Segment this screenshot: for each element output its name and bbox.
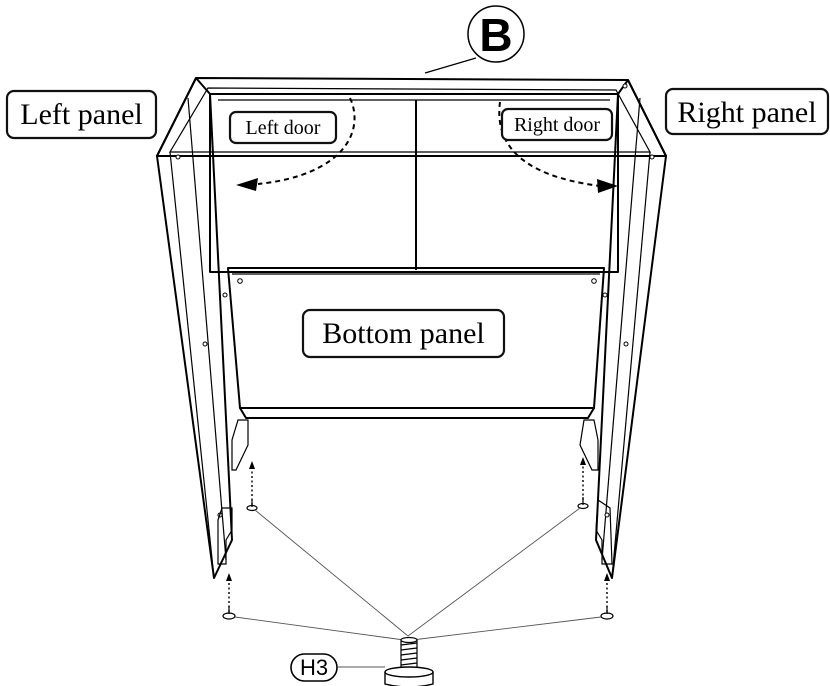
left-door-label-text: Left door [246,117,321,139]
leveling-foot-right-rear [577,457,589,510]
left-side-panel [156,77,233,579]
right-door-swing-arrow [498,101,618,193]
label-left-door: Left door [228,110,338,145]
bottom-panel-shape [227,267,605,419]
top-panel-label-text: B [479,9,512,61]
left-panel-label-text: Left panel [20,98,142,131]
back-frame [209,93,619,273]
label-top-panel-b: B [424,5,525,74]
right-panel-label-text: Right panel [677,96,816,129]
right-door-label-text: Right door [514,114,600,136]
label-h3: H3 [290,653,338,682]
h3-leveling-foot-part [384,636,434,686]
label-bottom-panel: Bottom panel [301,308,506,359]
h3-leader-lines [234,507,602,668]
leveling-foot-right-front [600,573,614,620]
leveling-foot-left-front [222,573,236,620]
leveling-foot-left-rear [246,461,258,512]
label-right-door: Right door [500,107,614,142]
label-right-panel: Right panel [664,87,830,136]
left-leg-block [217,419,249,565]
h3-label-text: H3 [300,655,328,680]
bottom-panel-label-text: Bottom panel [322,317,484,350]
left-door-swing-arrow [236,97,356,191]
right-leg-block [579,419,613,565]
label-left-panel: Left panel [5,89,158,140]
right-side-panel [595,79,667,579]
